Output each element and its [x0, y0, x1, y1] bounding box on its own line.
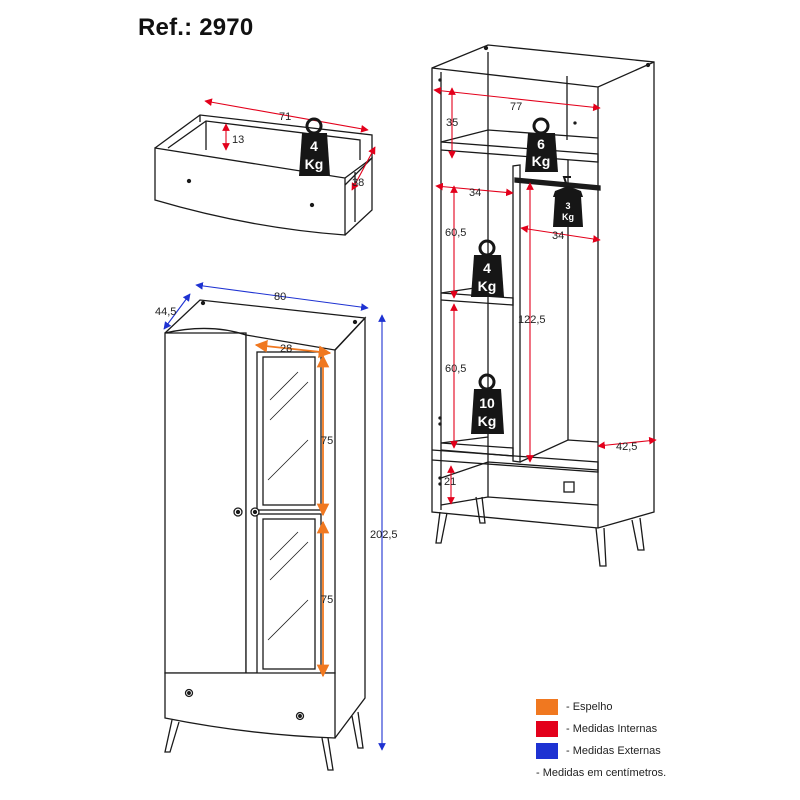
open-hanging-height-label: 122,5 — [518, 314, 546, 326]
hanger-weight-unit: Kg — [562, 212, 574, 222]
drawer-weight-value: 4 — [310, 138, 318, 154]
top-shelf-weight-tag: 6 Kg — [525, 117, 558, 172]
wardrobe-depth-label: 44,5 — [155, 306, 176, 318]
open-right-compartment-width-label: 34 — [552, 230, 564, 242]
open-depth-label: 42,5 — [616, 441, 637, 453]
reference-title: Ref.: 2970 — [138, 14, 254, 41]
wardrobe-mirror-dimensions — [254, 339, 332, 678]
drawer-weight-tag: 4 Kg — [299, 117, 330, 176]
lower-shelf-weight-unit: Kg — [478, 413, 497, 429]
mirror-width-label: 28 — [280, 343, 292, 355]
open-left-shelf-width-label: 34 — [469, 187, 481, 199]
wardrobe-open-internal-dimensions — [433, 86, 657, 505]
mirror-upper-height-label: 75 — [321, 435, 333, 447]
drawer-drawing — [154, 114, 373, 236]
drawer-height-label: 13 — [232, 134, 244, 146]
drawer-weight-unit: Kg — [305, 156, 324, 172]
drawer-internal-dimensions — [204, 98, 376, 191]
wardrobe-height-label: 202,5 — [370, 529, 398, 541]
hanger-weight-value: 3 — [565, 201, 570, 211]
wardrobe-width-label: 80 — [274, 291, 286, 303]
open-bottom-height-label: 21 — [444, 476, 456, 488]
legend: - Espelho - Medidas Internas - Medidas E… — [536, 696, 786, 779]
open-top-width-label: 77 — [510, 101, 522, 113]
wardrobe-front-external-dimensions — [163, 282, 386, 751]
legend-units-note: - Medidas em centímetros. — [536, 767, 667, 779]
wardrobe-front-drawing — [164, 299, 367, 771]
lower-shelf-weight-value: 10 — [479, 395, 495, 411]
open-shelf-height-lower-label: 60,5 — [445, 363, 466, 375]
upper-shelf-weight-value: 4 — [483, 260, 491, 276]
lower-shelf-weight-tag: 10 Kg — [471, 373, 504, 434]
open-top-height-label: 35 — [446, 117, 458, 129]
legend-label-mirror: - Espelho — [566, 701, 613, 713]
legend-label-internal: - Medidas Internas — [566, 723, 658, 735]
open-shelf-height-upper-label: 60,5 — [445, 227, 466, 239]
drawer-width-label: 71 — [279, 111, 291, 123]
hanger-weight-tag: 3 Kg — [553, 176, 583, 227]
upper-shelf-weight-unit: Kg — [478, 278, 497, 294]
legend-swatch-external — [536, 743, 558, 759]
legend-label-external: - Medidas Externas — [566, 745, 661, 757]
top-shelf-weight-unit: Kg — [532, 153, 551, 169]
legend-item-external: - Medidas Externas — [536, 740, 786, 762]
legend-item-internal: - Medidas Internas — [536, 718, 786, 740]
mirror-lower-height-label: 75 — [321, 594, 333, 606]
upper-shelf-weight-tag: 4 Kg — [471, 239, 504, 297]
top-shelf-weight-value: 6 — [537, 136, 545, 152]
drawer-depth-label: 38 — [352, 177, 364, 189]
legend-swatch-internal — [536, 721, 558, 737]
wardrobe-open-drawing — [431, 44, 655, 567]
legend-item-mirror: - Espelho — [536, 696, 786, 718]
legend-swatch-mirror — [536, 699, 558, 715]
